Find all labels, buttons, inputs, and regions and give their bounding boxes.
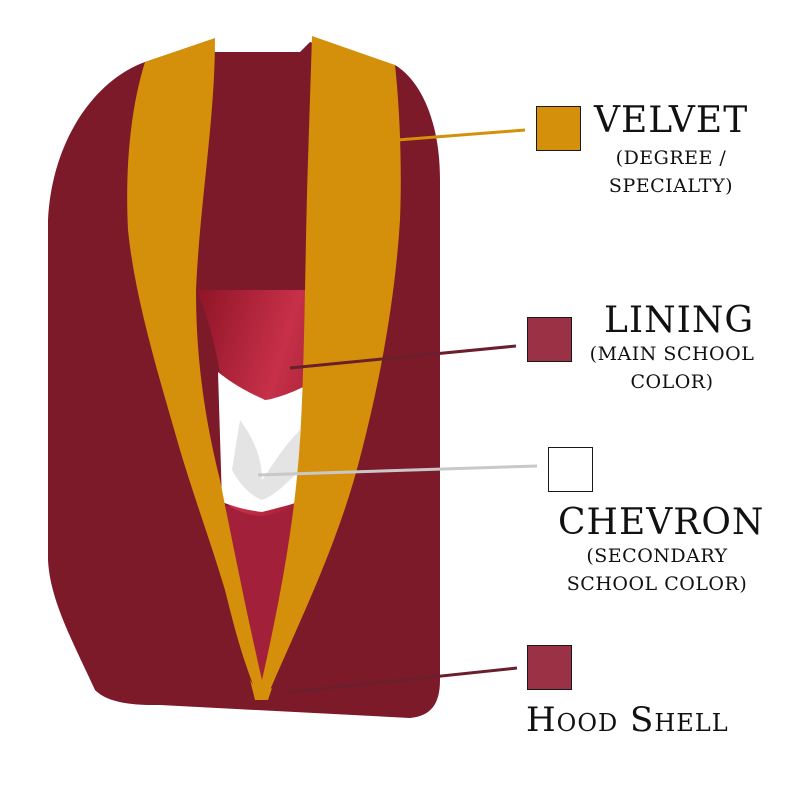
velvet-title: VELVET xyxy=(594,100,749,141)
velvet-subtitle: (DEGREE / SPECIALTY) xyxy=(596,144,746,200)
chevron-color-swatch xyxy=(548,447,593,492)
lining-subtitle-line-2: COLOR) xyxy=(630,371,714,393)
lining-leader-line xyxy=(289,344,517,370)
lining-title: LINING xyxy=(604,300,755,341)
velvet-subtitle-line-1: (DEGREE / xyxy=(615,147,727,169)
chevron-subtitle: (SECONDARY SCHOOL COLOR) xyxy=(552,542,762,598)
velvet-color-swatch xyxy=(536,106,581,151)
hood-shell-leader-line xyxy=(289,666,518,694)
hood-shell-title: Hood Shell xyxy=(526,700,729,740)
chevron-leader-line xyxy=(257,464,538,477)
hood-shell-color-swatch xyxy=(527,645,572,690)
chevron-title: CHEVRON xyxy=(558,502,765,543)
velvet-leader-line xyxy=(344,128,526,146)
lining-subtitle: (MAIN SCHOOL COLOR) xyxy=(578,340,766,396)
velvet-subtitle-line-2: SPECIALTY) xyxy=(608,175,734,197)
chevron-subtitle-line-2: SCHOOL COLOR) xyxy=(566,573,748,595)
chevron-subtitle-line-1: (SECONDARY xyxy=(586,545,728,567)
chevron-fold-shadow xyxy=(232,420,300,500)
velvet-trim xyxy=(127,36,401,690)
velvet-tip xyxy=(250,680,272,700)
lining-color-swatch xyxy=(527,317,572,362)
lining-subtitle-line-1: (MAIN SCHOOL xyxy=(589,343,755,365)
